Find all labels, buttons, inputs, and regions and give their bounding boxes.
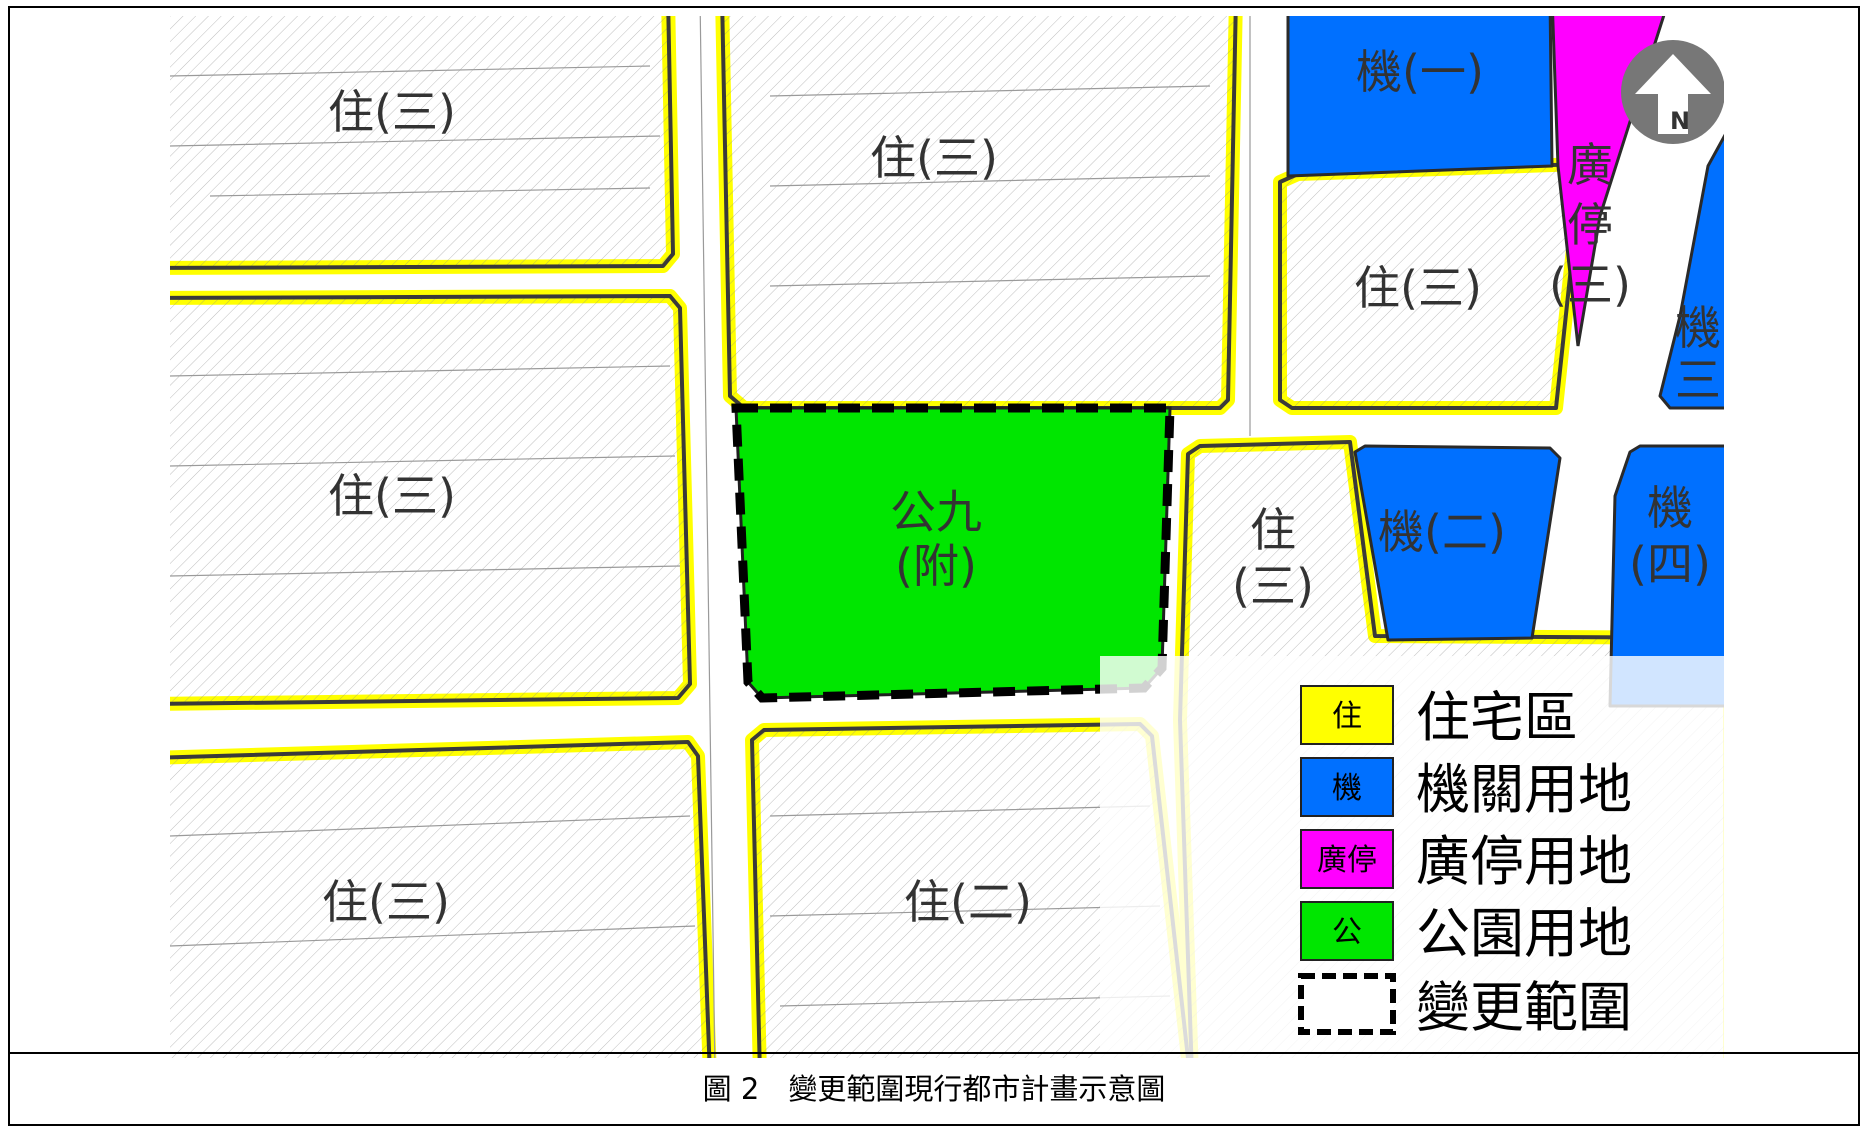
label-r3-top-right: 住(三) — [1354, 261, 1482, 315]
label-park-2: (附) — [895, 539, 977, 593]
zoning-map: 住(三) 住(三) 機(一) 廣 停 (三) 住(三) 機 三 住(三) 公九 … — [170, 16, 1724, 1058]
zone-gov3 — [1658, 133, 1724, 410]
label-r2-bottom-center: 住(二) — [904, 875, 1032, 929]
legend-item-park: 公 公園用地 — [1300, 901, 1632, 965]
label-gov3-2: 三 — [1675, 353, 1721, 407]
label-square-2: 停 — [1567, 198, 1613, 252]
caption-divider — [10, 1052, 1858, 1054]
label-gov2: 機(二) — [1378, 505, 1506, 559]
label-gov3-1: 機 — [1675, 301, 1721, 355]
legend-symbol-park: 公 — [1332, 915, 1362, 950]
label-r3-mid-2: (三) — [1232, 559, 1314, 613]
legend-symbol-square: 廣停 — [1317, 843, 1377, 878]
legend-item-government: 機 機關用地 — [1300, 757, 1632, 821]
legend-label-government: 機關用地 — [1416, 758, 1632, 821]
legend-label-park: 公園用地 — [1416, 902, 1632, 965]
label-square-1: 廣 — [1567, 138, 1613, 192]
legend-item-square: 廣停 廣停用地 — [1300, 829, 1632, 893]
legend-label-residential: 住宅區 — [1416, 686, 1578, 749]
label-gov1: 機(一) — [1356, 45, 1484, 99]
north-label: N — [1670, 107, 1690, 135]
label-square-3: (三) — [1549, 258, 1631, 312]
legend-label-square: 廣停用地 — [1416, 830, 1632, 893]
figure-frame: 住(三) 住(三) 機(一) 廣 停 (三) 住(三) 機 三 住(三) 公九 … — [8, 6, 1860, 1126]
zoning-map-svg: 住(三) 住(三) 機(一) 廣 停 (三) 住(三) 機 三 住(三) 公九 … — [170, 16, 1724, 1058]
label-r3-top-left: 住(三) — [328, 85, 456, 139]
label-gov4-1: 機 — [1647, 481, 1693, 535]
legend-item-residential: 住 住宅區 — [1300, 685, 1578, 749]
label-gov4-2: (四) — [1629, 537, 1711, 591]
legend-label-change-boundary: 變更範圍 — [1416, 976, 1632, 1039]
figure-caption: 圖 2 變更範圍現行都市計畫示意圖 — [702, 1072, 1166, 1106]
government-zones — [1286, 16, 1724, 708]
label-r3-top-center: 住(三) — [870, 131, 998, 185]
legend-item-change-boundary: 變更範圍 — [1298, 973, 1632, 1039]
label-r3-bottom-left: 住(三) — [322, 875, 450, 929]
zone-gov2 — [1353, 444, 1562, 642]
zone-labels: 住(三) 住(三) 機(一) 廣 停 (三) 住(三) 機 三 住(三) 公九 … — [322, 45, 1721, 929]
north-arrow-icon: N — [1621, 40, 1724, 144]
label-r3-mid-1: 住 — [1250, 503, 1296, 557]
label-r3-mid-left: 住(三) — [328, 469, 456, 523]
legend-symbol-residential: 住 — [1332, 699, 1362, 734]
zone-gov4 — [1608, 444, 1724, 708]
legend: 住 住宅區 機 機關用地 廣停 廣停用地 公 公園用地 — [1100, 656, 1724, 1058]
label-park-1: 公九 — [890, 485, 982, 539]
legend-symbol-government: 機 — [1332, 771, 1362, 806]
zone-gov1 — [1286, 16, 1554, 178]
